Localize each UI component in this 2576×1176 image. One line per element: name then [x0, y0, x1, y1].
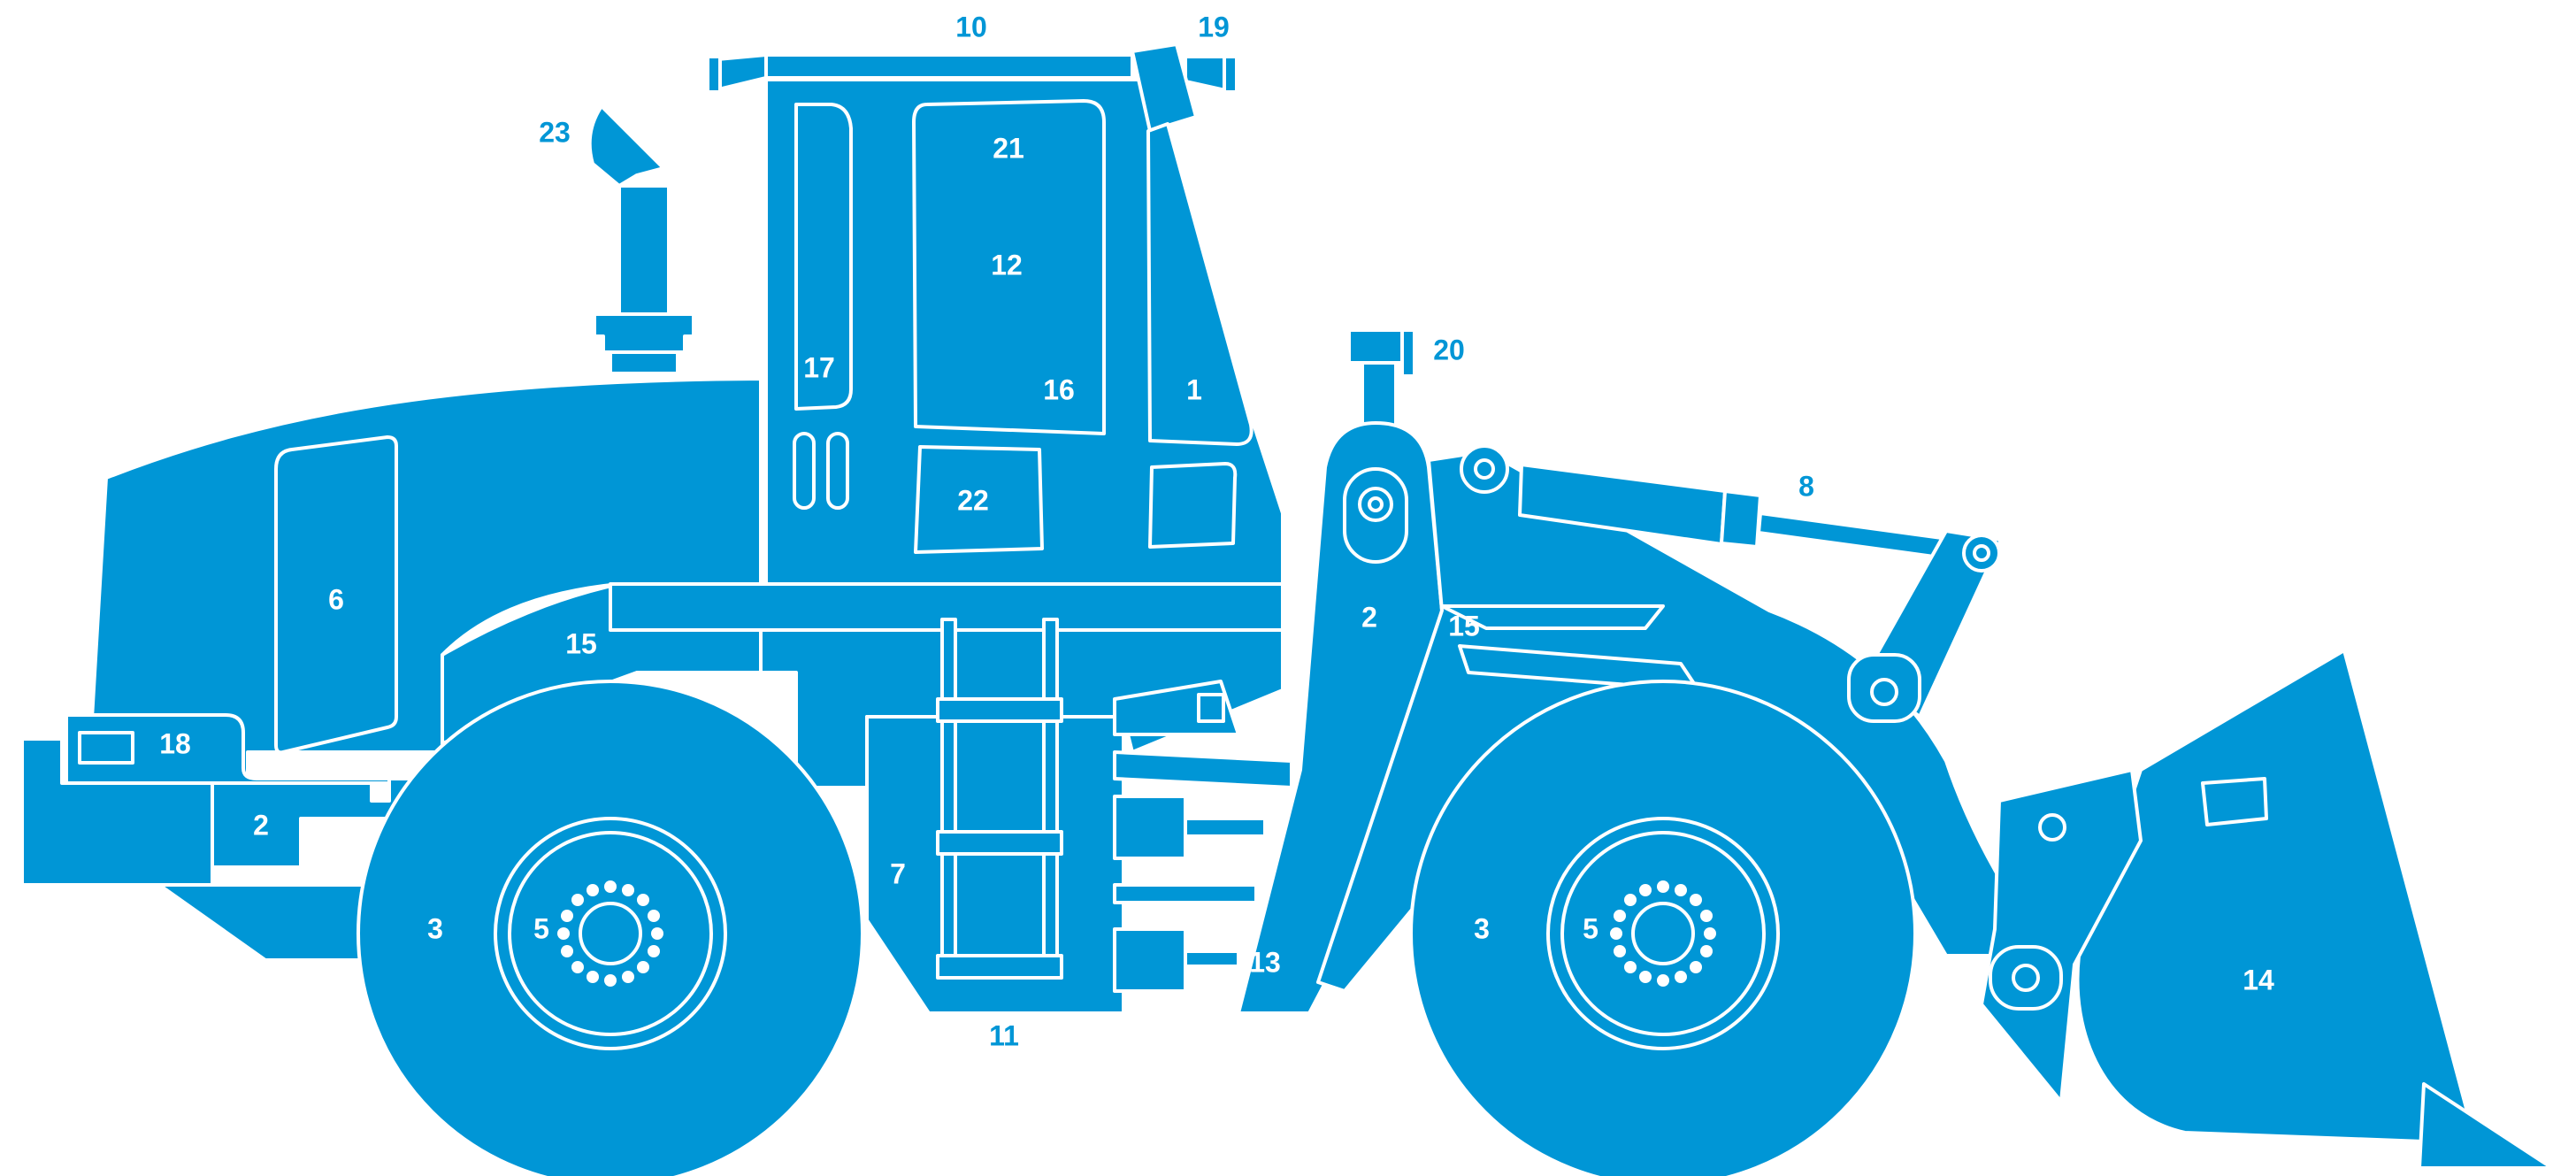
- exhaust-flange: [610, 352, 678, 373]
- label-7: 7: [890, 857, 906, 889]
- rear-light: [80, 733, 133, 763]
- label-1: 1: [1186, 373, 1202, 405]
- label-3-rear: 3: [427, 912, 443, 944]
- label-2-front: 2: [1361, 601, 1377, 633]
- tilt-cylinder-collar: [1721, 491, 1760, 547]
- tilt-cylinder-pivot-core: [1476, 460, 1493, 478]
- hydraulic-rod-lower: [1185, 951, 1238, 966]
- label-5-rear: 5: [533, 912, 549, 944]
- label-15-front: 15: [1448, 610, 1480, 642]
- label-11: 11: [989, 1019, 1019, 1051]
- label-10: 10: [955, 11, 987, 42]
- label-13: 13: [1249, 946, 1281, 978]
- hydraulic-block: [1115, 796, 1185, 858]
- label-19: 19: [1198, 11, 1230, 42]
- label-20: 20: [1433, 334, 1465, 365]
- hydraulic-rod-middle: [1115, 885, 1256, 903]
- bucket-plate: [2203, 779, 2266, 825]
- bucket: [2078, 650, 2469, 1141]
- cab-roof: [766, 55, 1132, 78]
- label-22: 22: [957, 484, 989, 516]
- label-15-rear: 15: [565, 627, 597, 659]
- exhaust-base: [594, 314, 694, 352]
- exhaust-cap: [590, 106, 663, 186]
- front-frame-pin-core: [1369, 498, 1382, 511]
- cab-front-lower-window: [1150, 464, 1235, 547]
- label-21: 21: [993, 132, 1024, 164]
- label-18: 18: [159, 727, 191, 759]
- label-5-front: 5: [1583, 912, 1598, 944]
- label-17: 17: [803, 351, 835, 383]
- front-hub: [1633, 903, 1693, 964]
- hydraulic-block-lower: [1115, 929, 1185, 991]
- label-2-rear: 2: [253, 809, 269, 841]
- label-23: 23: [539, 116, 571, 148]
- front-light-bar: [1402, 330, 1414, 376]
- rear-hub: [580, 903, 640, 964]
- cab-rear-vent-1: [794, 434, 814, 508]
- front-light: [1349, 330, 1402, 363]
- bucket-tooth: [2419, 1084, 2552, 1168]
- roof-light-right: [1224, 57, 1237, 92]
- label-4: 4: [1202, 838, 1218, 870]
- bucket-hinge-pin: [2013, 965, 2038, 990]
- rear-bumper-lower: [159, 885, 372, 960]
- cab-rear-vent-2: [828, 434, 847, 508]
- articulation-hitch: [1115, 752, 1292, 788]
- articulation-pin: [1199, 695, 1223, 721]
- hydraulic-rod-upper: [1185, 819, 1265, 836]
- exhaust-stack: [619, 186, 669, 314]
- roof-light-left: [708, 57, 720, 92]
- arm-mount-pin: [1872, 680, 1897, 704]
- tilt-link-pin-core: [1974, 546, 1989, 560]
- label-3-front: 3: [1474, 912, 1490, 944]
- label-6: 6: [328, 583, 344, 615]
- label-12: 12: [991, 249, 1023, 281]
- label-16: 16: [1043, 373, 1075, 405]
- label-14: 14: [2242, 964, 2274, 995]
- label-8: 8: [1798, 470, 1814, 502]
- bucket-link-pin: [2040, 815, 2065, 840]
- tilt-cylinder-rod: [1759, 513, 1955, 559]
